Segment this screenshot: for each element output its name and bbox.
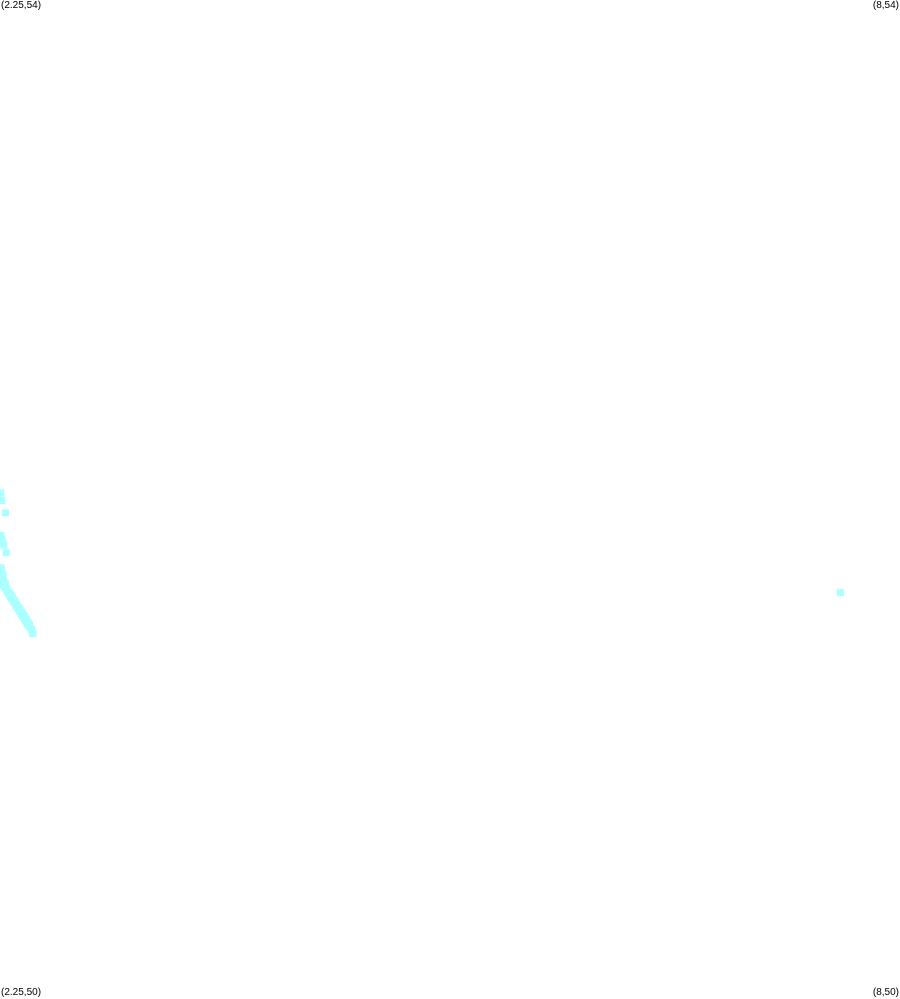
corner-label-top-right: (8,54) — [872, 0, 899, 11]
scatter-point — [0, 497, 6, 504]
scatter-point — [3, 585, 11, 593]
corner-label-top-left: (2.25,54) — [1, 0, 42, 11]
scatter-point — [837, 589, 844, 597]
corner-label-bottom-right: (8,50) — [872, 987, 899, 998]
scatter-point — [2, 549, 10, 557]
scatter-point — [29, 630, 37, 638]
scatter-point — [26, 621, 34, 629]
scatter-points — [0, 489, 844, 638]
scatter-point — [0, 489, 5, 497]
scatter-point — [0, 541, 8, 549]
corner-label-bottom-left: (2.25,50) — [1, 987, 42, 998]
scatter-point — [0, 536, 6, 544]
scatter-point — [2, 509, 9, 517]
scatter-point — [0, 531, 5, 539]
